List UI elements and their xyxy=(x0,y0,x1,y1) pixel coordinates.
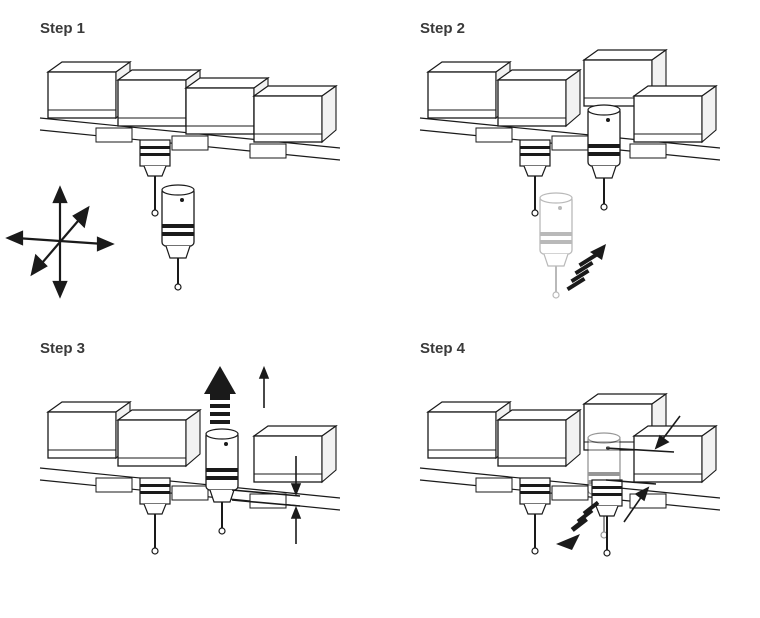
step-1-illustration xyxy=(5,61,341,299)
release-arrows xyxy=(605,415,681,523)
step-4-panel: Step 4 xyxy=(380,320,760,618)
small-up-arrow xyxy=(258,365,270,408)
step-2-title: Step 2 xyxy=(420,20,466,37)
step-3-title: Step 3 xyxy=(40,340,86,357)
step-2-panel: Step 2 xyxy=(380,0,760,299)
lift-arrow xyxy=(204,366,236,424)
step-3-panel: Step 3 xyxy=(0,320,380,618)
step-1-title: Step 1 xyxy=(40,20,86,37)
probe-cylinder xyxy=(161,184,195,291)
clamp-arrows xyxy=(231,456,302,544)
step-1-panel: Step 1 xyxy=(0,0,380,299)
probe-cylinder xyxy=(205,428,239,535)
step-2-illustration xyxy=(419,49,721,299)
step-4-title: Step 4 xyxy=(420,340,466,357)
ghost-probe xyxy=(539,192,573,299)
axis-arrows xyxy=(5,185,115,299)
docked-probe xyxy=(591,479,623,557)
step-4-illustration xyxy=(419,393,721,557)
motion-arrow xyxy=(566,244,606,291)
probe-cylinder xyxy=(587,104,621,211)
step-3-illustration xyxy=(39,365,341,555)
exit-arrow xyxy=(556,500,600,550)
